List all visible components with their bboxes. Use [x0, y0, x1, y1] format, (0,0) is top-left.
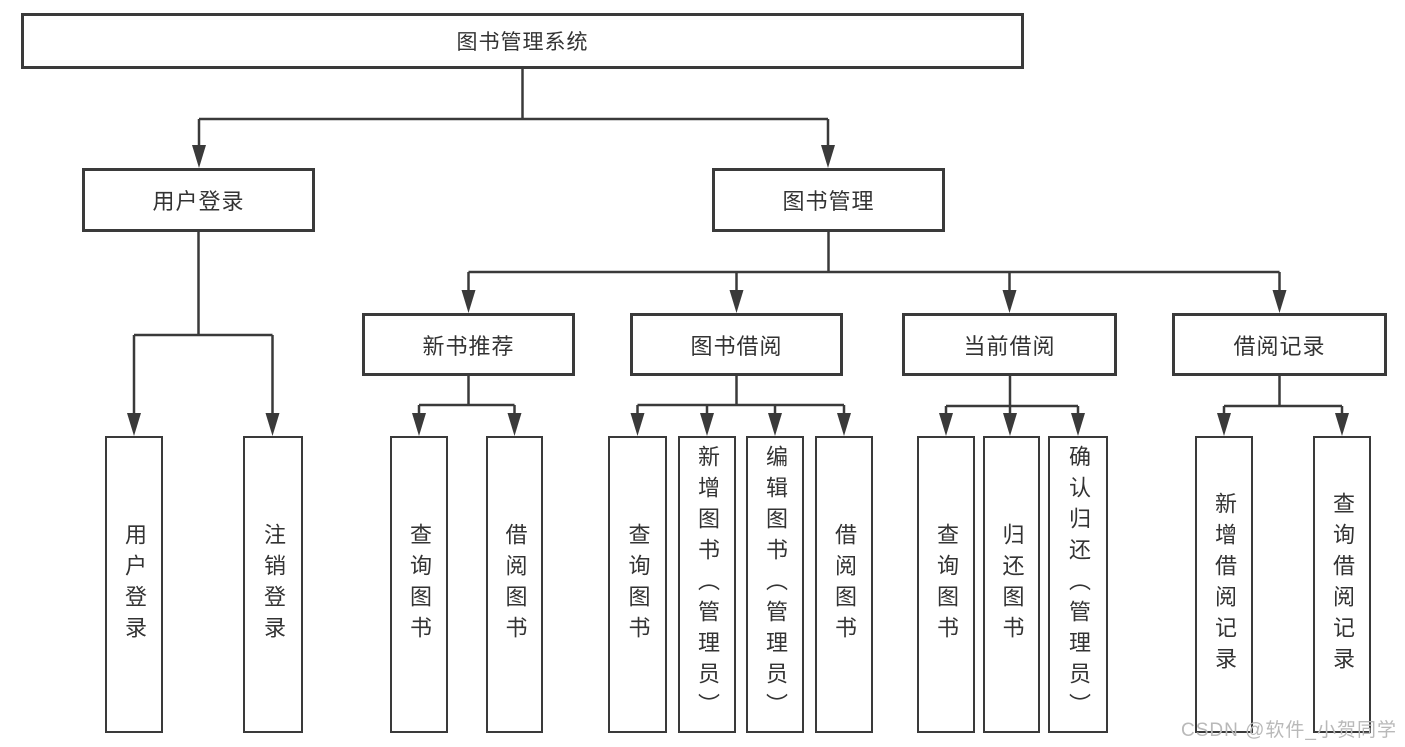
- leaf-add-borrow-record: 新增借阅记录: [1195, 436, 1253, 733]
- leaf-borrow-books-recommend-label: 借阅图书: [502, 522, 528, 647]
- leaf-edit-books-admin-label: 编辑图书（管理员）: [763, 445, 788, 724]
- leaf-add-books-admin-label: 新增图书（管理员）: [695, 445, 720, 724]
- leaf-logout: 注销登录: [243, 436, 303, 733]
- leaf-edit-books-admin: 编辑图书（管理员）: [746, 436, 804, 733]
- node-book-borrowing: 图书借阅: [630, 313, 843, 376]
- leaf-confirm-return-admin: 确认归还（管理员）: [1048, 436, 1108, 733]
- node-root: 图书管理系统: [21, 13, 1024, 69]
- node-book-management-label: 图书管理: [782, 189, 875, 214]
- leaf-return-books-label: 归还图书: [999, 522, 1025, 647]
- node-borrow-records-label: 借阅记录: [1233, 333, 1326, 359]
- node-book-borrowing-label: 图书借阅: [690, 333, 783, 359]
- leaf-user-login-label: 用户登录: [122, 522, 147, 647]
- node-user-login: 用户登录: [82, 168, 315, 232]
- leaf-query-books-borrow: 查询图书: [608, 436, 667, 733]
- leaf-borrow-books: 借阅图书: [815, 436, 873, 733]
- node-current-borrowing: 当前借阅: [902, 313, 1117, 376]
- node-user-login-label: 用户登录: [152, 189, 245, 214]
- leaf-query-books-recommend: 查询图书: [390, 436, 448, 733]
- leaf-add-borrow-record-label: 新增借阅记录: [1212, 491, 1237, 678]
- leaf-return-books: 归还图书: [983, 436, 1040, 733]
- leaf-confirm-return-admin-label: 确认归还（管理员）: [1066, 445, 1091, 724]
- leaf-query-books-borrow-label: 查询图书: [625, 522, 651, 647]
- leaf-borrow-books-label: 借阅图书: [832, 522, 857, 647]
- node-root-label: 图书管理系统: [456, 31, 589, 54]
- node-borrow-records: 借阅记录: [1172, 313, 1387, 376]
- leaf-query-books-current-label: 查询图书: [934, 522, 959, 647]
- leaf-query-borrow-record: 查询借阅记录: [1313, 436, 1371, 733]
- leaf-query-borrow-record-label: 查询借阅记录: [1330, 491, 1355, 678]
- watermark: CSDN @软件_小贺同学: [1181, 720, 1397, 741]
- node-book-management: 图书管理: [712, 168, 945, 232]
- node-current-borrowing-label: 当前借阅: [963, 333, 1056, 359]
- leaf-query-books-current: 查询图书: [917, 436, 975, 733]
- node-new-book-recommend-label: 新书推荐: [422, 333, 515, 359]
- leaf-borrow-books-recommend: 借阅图书: [486, 436, 543, 733]
- node-new-book-recommend: 新书推荐: [362, 313, 575, 376]
- leaf-add-books-admin: 新增图书（管理员）: [678, 436, 736, 733]
- leaf-query-books-recommend-label: 查询图书: [407, 522, 432, 647]
- leaf-logout-label: 注销登录: [261, 522, 286, 647]
- leaf-user-login: 用户登录: [105, 436, 163, 733]
